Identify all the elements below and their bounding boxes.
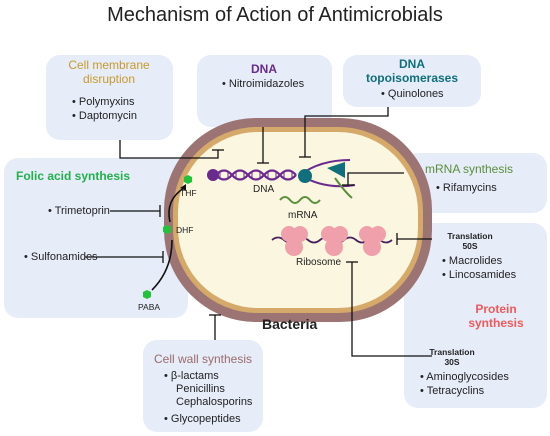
translation-30s-line1: Translation [429,347,475,357]
dna-end-sphere [207,169,219,181]
paba-to-dhf-arrow [151,239,173,291]
drug-rifamycins: • Rifamycins [436,182,497,194]
dna-box [197,55,332,127]
ribosome-3 [359,226,386,256]
drug-quinolones: • Quinolones [381,88,444,100]
translation-50s-line2: 50S [462,241,478,251]
mrna-strand [279,196,321,204]
drug-trimetoprin: • Trimetoprin [48,205,110,217]
dna-helix-strand-2 [215,169,297,181]
cell-membrane-heading-2: disruption [82,72,136,86]
cell-wall-heading: Cell wall synthesis [153,352,253,366]
drug-aminoglycosides: • Aminoglycosides [420,371,509,383]
mrna-inhibition-line [347,172,404,185]
rna-polymerase [327,162,345,178]
topo-heading-1: DNA [399,57,425,71]
ribosome-label: Ribosome [296,257,342,268]
thf-molecule [184,175,192,184]
drug-glycopeptides: • Glycopeptides [164,413,241,425]
drug-macrolides: • Macrolides [442,255,503,267]
ribosome-2 [321,226,348,256]
protein-heading-1: Protein [475,302,517,316]
arrow-head-thf [180,184,186,191]
translation-30s-line2: 30S [444,357,460,367]
topo-inhibition-line [304,107,389,157]
thf-label: THF [180,188,197,198]
cell-membrane-box [46,55,173,140]
drug-polymyxins: • Polymyxins [72,96,135,108]
inhibition-lines [85,107,432,357]
drug-beta-lactams: • β-lactams [164,370,219,382]
topo-heading-2: topoisomerases [365,71,459,85]
paba-label: PABA [138,302,161,312]
membrane-inhibition-line [119,140,219,159]
cell-wall-box [143,340,263,432]
drug-nitroimidazoles: • Nitroimidazoles [222,78,305,90]
drug-cephalosporins: Cephalosporins [176,396,253,408]
drug-lincosamides: • Lincosamides [442,269,517,281]
bacteria-cytoplasm [178,132,418,308]
dna-helix-strand-1 [215,169,297,181]
dna-label: DNA [253,184,275,195]
drug-penicillins: Penicillins [176,383,225,395]
mrna-heading: mRNA synthesis [425,162,514,176]
dhf-molecule [163,225,171,234]
bacteria-label: Bacteria [262,316,318,332]
dhf-to-thf-arrow [168,187,185,223]
translation-30s-inhibition-line [351,262,432,357]
drug-tetracyclins: • Tetracyclins [420,385,485,397]
cell-membrane-heading-1: Cell membrane [68,58,150,72]
mrna-strand-out [334,177,353,199]
dna-helix-rungs [219,171,293,179]
drug-sulfonamides: • Sulfonamides [24,251,98,263]
folic-acid-heading: Folic acid synthesis [16,169,131,183]
drug-daptomycin: • Daptomycin [72,110,137,122]
dna-topoisomerases-box [343,55,481,107]
translation-50s-line1: Translation [447,231,493,241]
folic-acid-box [4,158,188,318]
dna-heading: DNA [251,62,277,76]
protein-heading-2: synthesis [468,316,524,330]
page-title: Mechanism of Action of Antimicrobials [107,4,443,26]
mrna-label: mRNA [288,210,318,221]
topoisomerase-sphere [298,169,312,183]
dhf-label: DHF [176,225,194,235]
ribosome-1 [281,226,308,256]
paba-molecule [143,290,151,299]
